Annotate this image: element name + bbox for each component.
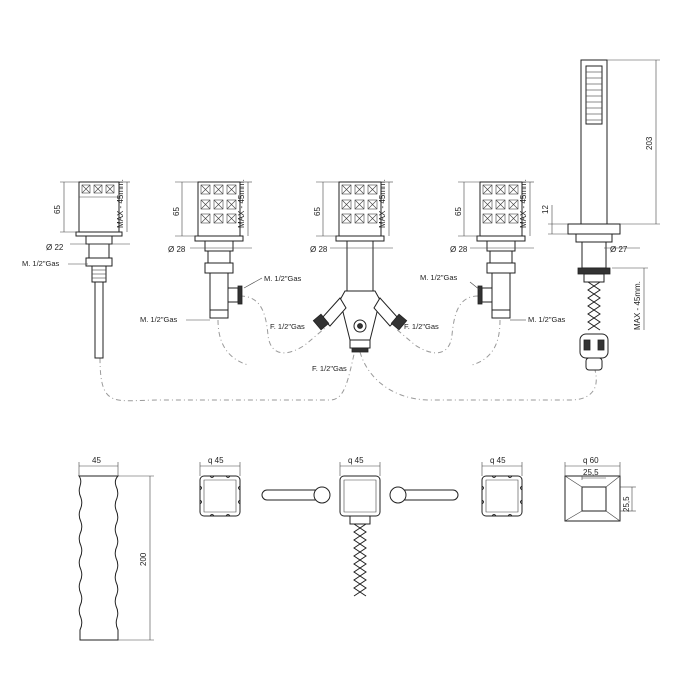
spout-diameter-label: Ø 22 xyxy=(46,243,64,252)
right-valve-height-label: 65 xyxy=(454,207,463,216)
shower-max-label: MAX - 45mm. xyxy=(633,281,642,330)
diverter-right-thread-label: F. 1/2"Gas xyxy=(404,322,439,331)
spout-height-label: 65 xyxy=(53,205,62,214)
diverter-elevation xyxy=(312,181,408,353)
right-valve-thread-side-label: M. 1/2"Gas xyxy=(420,273,458,282)
diverter-bottom-thread-label: F. 1/2"Gas xyxy=(312,364,347,373)
diverter-plan xyxy=(261,462,459,597)
diverter-height-label: 65 xyxy=(313,207,322,216)
left-valve-thread-side-label: M. 1/2"Gas xyxy=(264,274,302,283)
shower-length-label: 203 xyxy=(645,136,654,150)
left-valve-diameter-label: Ø 28 xyxy=(168,245,186,254)
diverter-max-label: MAX - 45mm. xyxy=(378,179,387,228)
hand-shower-elevation xyxy=(548,59,660,371)
spout-plan xyxy=(78,462,154,641)
left-valve-thread-bottom-label: M. 1/2"Gas xyxy=(140,315,178,324)
shower-collar-label: 12 xyxy=(541,205,550,214)
diverter-left-thread-label: F. 1/2"Gas xyxy=(270,322,305,331)
right-valve-elevation xyxy=(458,181,534,321)
diverter-diameter-label: Ø 28 xyxy=(310,245,328,254)
right-valve-max-label: MAX - 45mm. xyxy=(519,179,528,228)
holder-inner-height-label: 25,5 xyxy=(622,496,631,512)
left-valve-max-label: MAX - 45mm. xyxy=(237,179,246,228)
shower-diameter-label: Ø 27 xyxy=(610,245,628,254)
left-valve-elevation xyxy=(175,181,263,321)
right-valve-diameter-label: Ø 28 xyxy=(450,245,468,254)
spout-plan-length-label: 200 xyxy=(139,552,148,566)
shower-holder-plan xyxy=(564,462,636,522)
holder-inner-width-label: 25,5 xyxy=(583,468,599,477)
diverter-plan-width-label: q 45 xyxy=(348,456,364,465)
left-valve-plan xyxy=(199,462,241,517)
right-valve-plan xyxy=(481,462,523,517)
holder-plan-width-label: q 60 xyxy=(583,456,599,465)
hose-lines xyxy=(99,295,597,402)
right-valve-plan-width-label: q 45 xyxy=(490,456,506,465)
left-valve-height-label: 65 xyxy=(172,207,181,216)
spout-elevation xyxy=(60,181,130,359)
spout-thread-label: M. 1/2"Gas xyxy=(22,259,60,268)
right-valve-thread-bottom-label: M. 1/2"Gas xyxy=(528,315,566,324)
spout-max-label: MAX - 45mm. xyxy=(116,179,125,228)
spout-plan-width-label: 45 xyxy=(92,456,101,465)
left-valve-plan-width-label: q 45 xyxy=(208,456,224,465)
